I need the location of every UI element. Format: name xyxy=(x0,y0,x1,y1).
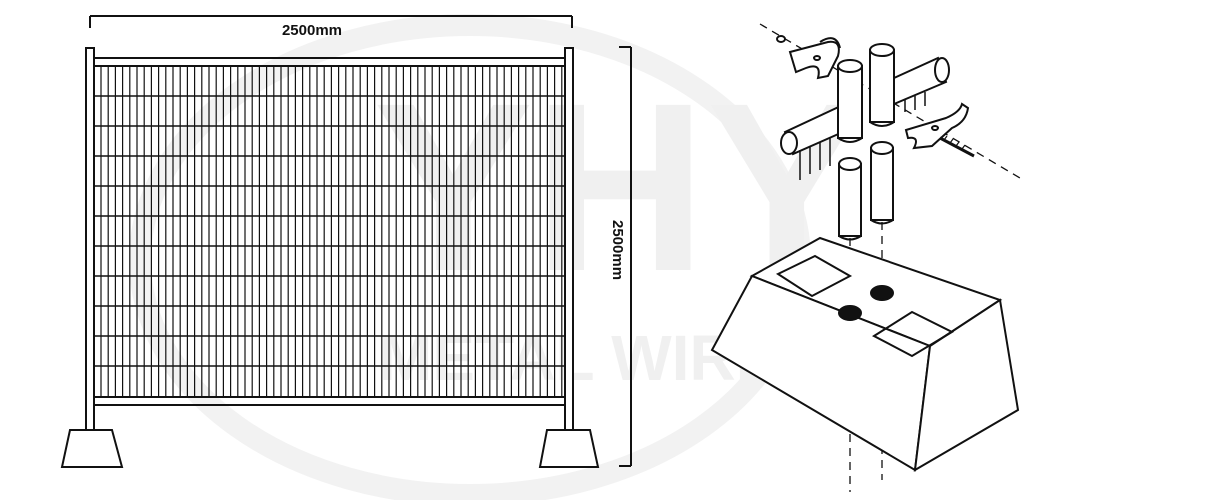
base-recess-left xyxy=(775,254,853,298)
fence-panel xyxy=(60,47,600,468)
base-hole-right xyxy=(870,285,894,301)
base-recess-right xyxy=(872,310,955,358)
bottom-rail xyxy=(93,396,566,406)
clamp-assembly xyxy=(710,23,1021,492)
left-base-pin xyxy=(838,157,862,241)
left-base-foot xyxy=(60,429,124,468)
width-dimension xyxy=(89,15,573,28)
right-base-foot xyxy=(538,429,600,468)
top-rail xyxy=(93,57,566,67)
mesh-wire-stubs xyxy=(799,92,926,180)
base-block xyxy=(710,236,1020,472)
left-vertical-post xyxy=(837,59,863,143)
right-vertical-post xyxy=(869,43,895,127)
right-post xyxy=(564,47,574,431)
right-base-pin xyxy=(870,141,894,225)
nut xyxy=(776,35,786,43)
left-clamp-bracket xyxy=(788,37,841,80)
height-dimension xyxy=(619,46,632,467)
base-hole-left xyxy=(838,305,862,321)
left-post xyxy=(85,47,95,431)
right-horizontal-tube xyxy=(893,56,950,106)
width-dimension-label: 2500mm xyxy=(282,22,342,39)
right-clamp-bracket xyxy=(904,102,970,150)
wire-mesh xyxy=(94,66,565,397)
bolt-icon xyxy=(939,135,975,158)
height-dimension-label: 2500mm xyxy=(609,220,626,280)
